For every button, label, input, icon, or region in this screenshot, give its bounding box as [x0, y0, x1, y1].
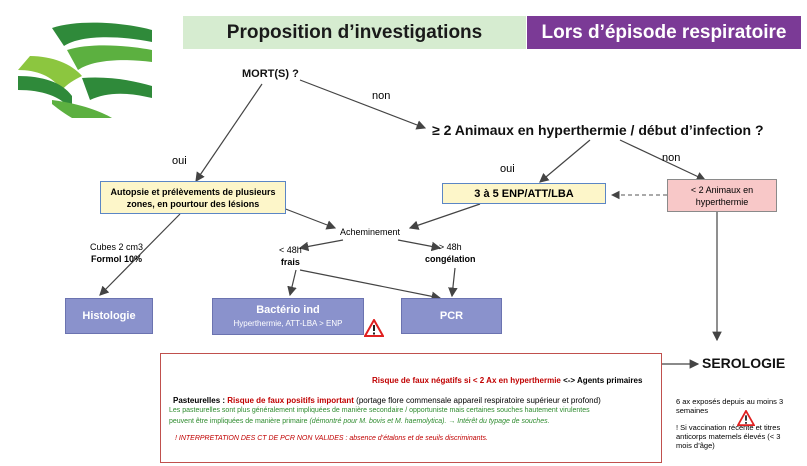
fixation-note: Cubes 2 cm3 Formol 10% — [90, 241, 143, 265]
notes-box: Risque de faux négatifs si < 2 Ax en hyp… — [160, 353, 662, 463]
autopsy-line-1: Autopsie et prélèvements de plusieurs — [110, 186, 276, 197]
under-48h: < 48h frais — [279, 244, 302, 268]
false-positive-risk: Risque de faux positifs important — [227, 396, 354, 405]
less-two-line-1: < 2 Animaux en — [690, 184, 754, 195]
enp-box: 3 à 5 ENP/ATT/LBA — [442, 183, 606, 204]
yes-label-autopsy: oui — [172, 155, 187, 167]
pcr-interpretation-warning: ! INTERPRETATION DES CT DE PCR NON VALID… — [175, 435, 488, 442]
serology-note-3: ! Si vaccination récente et titres — [676, 423, 781, 432]
fixation-line-2: Formol 10% — [91, 254, 143, 264]
bacteriology-subtitle: Hyperthermie, ATT-LBA > ENP — [233, 318, 343, 328]
false-negative-risk-text: Risque de faux négatifs si < 2 Ax en hyp… — [372, 376, 561, 385]
serology-note-5: mois d’âge) — [676, 441, 715, 450]
histology-box: Histologie — [65, 298, 153, 334]
fixation-line-1: Cubes 2 cm3 — [90, 242, 144, 252]
pasteurella-green-line-2: peuvent être impliquées de manière prima… — [169, 418, 550, 425]
warning-triangle-icon — [737, 410, 755, 426]
pasteurella-label: Pasteurelles : — [173, 396, 228, 405]
less-two-animals-box: < 2 Animaux en hyperthermie — [667, 179, 777, 212]
serology-notes: 6 ax exposés depuis au moins 3 semaines … — [676, 397, 804, 450]
autopsy-line-2: zones, en pourtour des lésions — [126, 198, 260, 209]
animals-question: ≥ 2 Animaux en hyperthermie / début d’in… — [432, 122, 764, 138]
histology-label: Histologie — [82, 310, 136, 322]
over-48h-line-2: congélation — [425, 254, 476, 264]
under-48h-line-1: < 48h — [279, 245, 302, 255]
pasteurella-note: Pasteurelles : Risque de faux positifs i… — [173, 396, 601, 405]
pasteurella-green-line-1: Les pasteurelles sont plus généralement … — [169, 407, 590, 414]
serology-note-4: anticorps maternels élevés (< 3 — [676, 432, 781, 441]
serology-note-2: semaines — [676, 406, 709, 415]
autopsy-box: Autopsie et prélèvements de plusieurs zo… — [100, 181, 286, 214]
deaths-question: MORT(S) ? — [242, 68, 299, 80]
under-48h-line-2: frais — [280, 257, 300, 267]
over-48h: > 48h congélation — [425, 241, 476, 265]
green-line-2-italic: (démontré pour M. bovis et M. haemolytic… — [309, 418, 447, 425]
context-title: Lors d’épisode respiratoire — [527, 16, 801, 49]
bacteriology-title: Bactério ind — [256, 303, 320, 316]
logo — [12, 20, 157, 118]
logo-stripes-icon — [18, 22, 152, 118]
bacteriology-box: Bactério ind Hyperthermie, ATT-LBA > ENP — [212, 298, 364, 335]
serology-label: SEROLOGIE — [702, 355, 786, 371]
yes-label-enp: oui — [500, 163, 515, 175]
pasteurella-detail: (portage flore commensale appareil respi… — [353, 396, 601, 405]
page-title: Proposition d’investigations — [183, 16, 526, 49]
primary-agents-text: <-> Agents primaires — [560, 376, 643, 385]
serology-note-1: 6 ax exposés depuis au moins 3 — [676, 397, 784, 406]
transport-label: Acheminement — [340, 227, 401, 237]
over-48h-line-1: > 48h — [438, 242, 462, 252]
green-line-2-end: → Intérêt du typage de souches. — [446, 418, 550, 425]
no-label-animals: non — [662, 152, 681, 164]
less-two-line-2: hyperthermie — [695, 196, 749, 207]
green-line-2-start: peuvent être impliquées de manière prima… — [169, 418, 310, 425]
enp-label: 3 à 5 ENP/ATT/LBA — [474, 187, 574, 200]
pcr-box: PCR — [401, 298, 502, 334]
no-label-deaths: non — [372, 90, 391, 102]
pcr-label: PCR — [439, 310, 464, 322]
false-negative-risk: Risque de faux négatifs si < 2 Ax en hyp… — [372, 376, 642, 385]
warning-triangle-icon — [364, 319, 384, 337]
